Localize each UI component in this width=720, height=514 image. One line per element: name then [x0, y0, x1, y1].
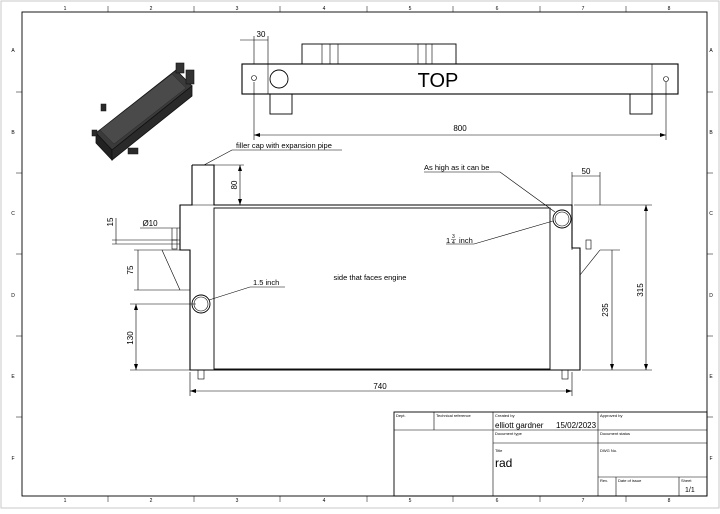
note-right-pipe-num: 3 [452, 234, 455, 240]
dim-75: 75 [126, 265, 135, 274]
dim-30: 30 [257, 30, 266, 39]
zone-col-7-bottom: 7 [582, 498, 585, 504]
zone-row-c-right: C [709, 211, 713, 217]
dim-130: 130 [126, 331, 135, 345]
zone-col-4-bottom: 4 [323, 498, 326, 504]
dim-50: 50 [582, 167, 591, 176]
tb-docstatus-label: Document status [600, 431, 630, 436]
dim-15: 15 [106, 217, 115, 226]
zone-col-8: 8 [668, 6, 671, 12]
tb-approved-label: Approved by [600, 413, 622, 418]
zone-row-d-right: D [709, 293, 713, 299]
tb-date: 15/02/2023 [556, 421, 597, 430]
dim-80: 80 [230, 180, 239, 189]
zone-row-c: C [11, 211, 15, 217]
zone-ticks [16, 6, 713, 502]
tb-techref-label: Technical reference [436, 413, 471, 418]
note-as-high: As high as it can be [424, 163, 489, 172]
center-note: side that faces engine [334, 273, 407, 282]
zone-col-1: 1 [64, 6, 67, 12]
dim-diameter-10: Ø10 [142, 219, 158, 228]
tb-dwgno-label: DWG No. [600, 448, 617, 453]
radiator-core [213, 207, 551, 370]
zone-col-3-bottom: 3 [236, 498, 239, 504]
zone-row-d: D [11, 293, 15, 299]
top-pipe-circle [269, 69, 289, 89]
tb-title-label: Title [495, 448, 503, 453]
title-block: Dept. Technical reference Created by ell… [393, 411, 708, 497]
top-view-label: TOP [418, 70, 459, 92]
zone-col-6: 6 [496, 6, 499, 12]
zone-col-6-bottom: 6 [496, 498, 499, 504]
dim-800: 800 [453, 124, 467, 133]
tb-doctype-label: Document type [495, 431, 523, 436]
zone-col-5-bottom: 5 [409, 498, 412, 504]
dim-740: 740 [373, 382, 387, 391]
tb-dept-label: Dept. [396, 413, 406, 418]
radiator-iso-view [91, 62, 195, 162]
zone-col-5: 5 [409, 6, 412, 12]
zone-col-7: 7 [582, 6, 585, 12]
note-right-pipe-whole: 1 [446, 236, 450, 245]
dim-235: 235 [601, 303, 610, 317]
zone-row-f: F [11, 456, 14, 462]
zone-col-3: 3 [236, 6, 239, 12]
top-view: TOP 30 800 [240, 30, 679, 140]
zone-col-2: 2 [150, 6, 153, 12]
note-filler-cap: filler cap with expansion pipe [236, 141, 332, 150]
tb-rev-label: Rev. [600, 478, 608, 483]
zone-row-e-right: E [709, 374, 713, 380]
note-left-pipe: 1.5 inch [253, 278, 279, 287]
zone-col-8-bottom: 8 [668, 498, 671, 504]
zone-row-f-right: F [709, 456, 712, 462]
zone-col-1-bottom: 1 [64, 498, 67, 504]
zone-row-a-right: A [709, 48, 713, 54]
note-right-pipe-den: 4 [452, 240, 455, 246]
zone-row-b: B [11, 130, 15, 136]
tb-sheet-label: Sheet [681, 478, 692, 483]
tb-dateissue-label: Date of issue [618, 478, 642, 483]
zone-col-2-bottom: 2 [150, 498, 153, 504]
dim-315: 315 [636, 283, 645, 297]
note-right-pipe-unit: inch [459, 236, 473, 245]
zone-row-a: A [11, 48, 15, 54]
zone-row-e: E [11, 374, 15, 380]
tb-sheet: 1/1 [685, 487, 695, 494]
right-pipe-circle [552, 209, 572, 229]
zone-col-4: 4 [323, 6, 326, 12]
tb-created-by: elliott gardner [495, 421, 544, 430]
tb-title: rad [495, 456, 512, 470]
zone-row-b-right: B [709, 130, 713, 136]
tb-created-label: Created by [495, 413, 515, 418]
front-view: side that faces engine 740 315 235 50 80 [106, 141, 652, 396]
